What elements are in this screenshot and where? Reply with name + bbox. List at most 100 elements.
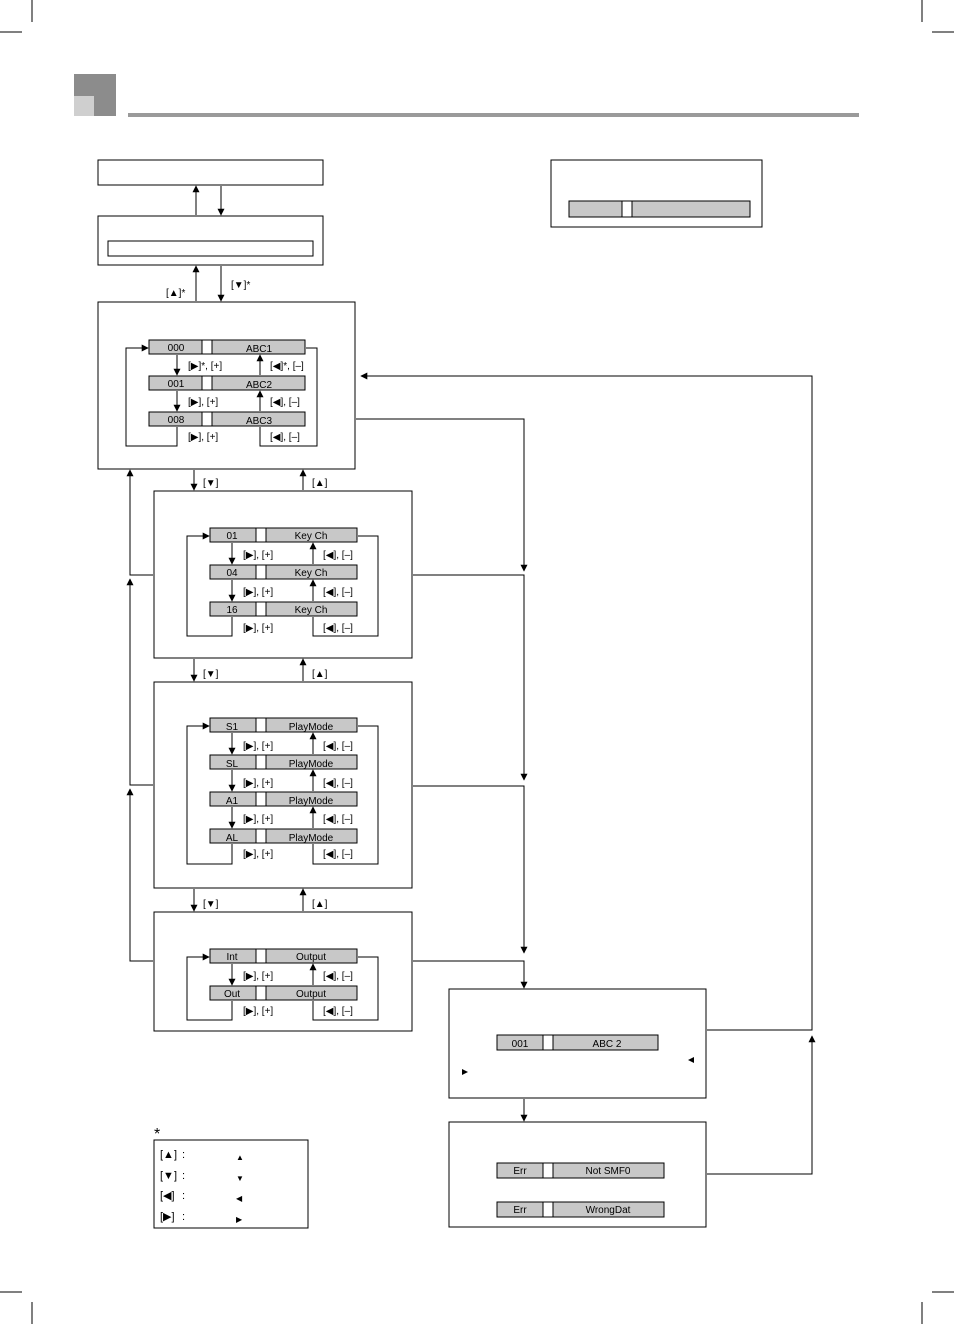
legend-key: [◀] [160,1190,175,1202]
song-rows: 000 ABC1 001 ABC2 008 ABC3 [148,339,306,427]
error-code: Err [513,1166,527,1177]
mode-code: AL [226,833,239,844]
error-code: Err [513,1205,527,1216]
song-number: 008 [168,415,185,426]
channel-number: 16 [226,605,238,616]
small-left-triangle-icon [688,1057,694,1063]
channel-rows: 01 Key Ch 04 Key Ch 16 Key Ch [209,527,358,617]
label-prev: [◀], [–] [323,741,353,752]
down-arrow-icon: ▼ [236,1174,244,1183]
legend-sep: : [182,1190,185,1202]
label-prev: [◀], [–] [270,432,300,443]
mode-name: PlayMode [289,796,334,807]
label-next-star: [▶]*, [+] [188,361,222,372]
mode-code: A1 [226,796,239,807]
right-arrow-icon: ▶ [236,1215,243,1224]
mode-code: SL [226,759,239,770]
label-prev: [◀], [–] [323,814,353,825]
label-next: [▶], [+] [243,849,273,860]
legend-sep: : [182,1149,185,1161]
up-arrow-icon: ▲ [236,1153,244,1162]
display-box-right-bar [568,200,751,218]
label-down: [▼] [203,478,219,489]
mode-name: PlayMode [289,722,334,733]
display-box-right-divider [621,200,633,218]
label-down-star: [▼]* [231,280,250,291]
song-name: ABC3 [246,416,273,427]
channel-number: 01 [226,531,238,542]
channel-name: Key Ch [295,531,328,542]
play-mode-arrows [186,722,379,865]
label-up-star: [▲]* [166,288,185,299]
channel-name: Key Ch [295,568,328,579]
output-name: Output [296,952,326,963]
page-header [74,74,859,117]
song-number: 000 [168,343,185,354]
label-down: [▼] [203,899,219,910]
channel-select-box [153,490,413,659]
output-rows: Int Output Out Output [209,948,358,1001]
left-arrow-icon: ◀ [236,1194,243,1203]
song-select-box [97,301,356,470]
output-name: Output [296,989,326,1000]
output-arrows [186,953,379,1021]
playing-song-number: 001 [512,1039,529,1050]
output-select-box [153,911,413,1032]
legend-rows: [▲] : ▲ [▼] : ▼ [◀] : ◀ [▶] : ▶ [160,1149,244,1224]
playing-song-name: ABC 2 [593,1039,622,1050]
start-box-field [107,240,314,257]
play-mode-rows: S1 PlayMode SL PlayMode A1 PlayMode AL P… [209,717,358,844]
header-rule [128,113,859,117]
start-box [97,215,324,266]
channel-arrows [186,532,379,637]
label-prev: [◀], [–] [323,1006,353,1017]
legend-key: [▶] [160,1211,175,1223]
error-message: Not SMF0 [585,1166,630,1177]
label-prev: [◀], [–] [270,397,300,408]
channel-name: Key Ch [295,605,328,616]
label-down: [▼] [203,669,219,680]
legend-sep: : [182,1211,185,1223]
song-name: ABC1 [246,344,273,355]
play-mode-box [153,681,413,889]
label-prev: [◀], [–] [323,587,353,598]
legend-sep: : [182,1170,185,1182]
display-box-right [550,159,763,228]
song-name: ABC2 [246,380,273,391]
label-next: [▶], [+] [188,397,218,408]
label-next: [▶], [+] [188,432,218,443]
label-next: [▶], [+] [243,550,273,561]
label-up: [▲] [312,478,328,489]
top-display-box [97,159,324,186]
label-next: [▶], [+] [243,971,273,982]
label-prev: [◀], [–] [323,778,353,789]
label-prev: [◀], [–] [323,550,353,561]
error-box [448,1121,707,1228]
output-code: Int [226,952,237,963]
song-number: 001 [168,379,185,390]
playback-box [448,988,707,1099]
label-up: [▲] [312,669,328,680]
small-right-triangle-icon [462,1069,468,1075]
mode-code: S1 [226,722,239,733]
mode-name: PlayMode [289,759,334,770]
label-next: [▶], [+] [243,778,273,789]
label-prev: [◀], [–] [323,849,353,860]
song-arrows [125,344,318,447]
legend-box [153,1139,309,1229]
label-next: [▶], [+] [243,623,273,634]
left-return-arrows [126,469,153,962]
label-prev-star: [◀]*, [–] [270,361,304,372]
label-next: [▶], [+] [243,587,273,598]
legend-key: [▲] [160,1149,177,1161]
legend-key: [▼] [160,1170,177,1182]
channel-number: 04 [226,568,238,579]
label-next: [▶], [+] [243,741,273,752]
label-next: [▶], [+] [243,1006,273,1017]
mode-name: PlayMode [289,833,334,844]
label-prev: [◀], [–] [323,623,353,634]
label-prev: [◀], [–] [323,971,353,982]
legend-marker: * [154,1126,160,1143]
